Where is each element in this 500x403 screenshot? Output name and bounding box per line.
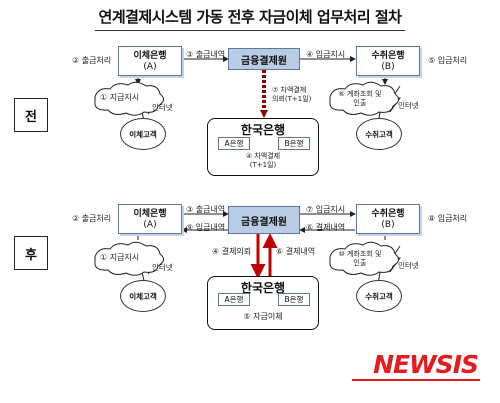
after-payee-bank: 수취은행 (B) [356,204,420,234]
before-payee-bank: 수취은행 (B) [356,46,420,76]
before-center: 금융결제원 [228,48,300,70]
after-step9: ⑨ 입금내역 [186,223,226,232]
after-bok-b: B은행 [278,293,310,306]
after-payer-customer: 이체고객 [120,280,166,312]
before-step4: ④ 입금지시 [306,50,346,59]
after-step6: ⑥ 결제내역 [276,247,316,256]
after-payee-bank-sub: (B) [381,220,395,230]
before-bok-note1: ④ 차액결제 [245,152,281,160]
after-bok-title: 한국은행 [240,281,286,295]
before-bok-note: ④ 차액결제 (T+1일) [207,152,319,170]
before-payee-bank-sub: (B) [381,62,395,72]
before-bok-b: B은행 [278,137,310,150]
before-payer-bank-name: 이체은행 [133,51,167,61]
before-bok-note2: (T+1일) [249,161,277,169]
after-bok-note: ⑤ 자금이체 [243,312,283,321]
before-payer-bank: 이체은행 (A) [118,46,182,76]
after-payee-customer: 수취고객 [356,280,402,312]
after-step6-out: ⑥ 결제내역 [306,223,346,232]
after-payee-bank-name: 수취은행 [371,209,405,219]
before-step2: ② 출금처리 [72,56,112,65]
before-internet-right: 인터넷 [398,101,419,110]
after-payer-bank: 이체은행 (A) [118,204,182,234]
after-payer-bank-name: 이체은행 [133,209,167,219]
after-bok-a: A은행 [218,293,250,306]
after-center: 금융결제원 [228,206,300,234]
before-payer-customer: 이체고객 [120,118,166,150]
after-step1: ① 지급지시 [100,253,140,262]
before-payer-bank-sub: (A) [143,62,157,72]
newsis-logo-underline [352,379,480,381]
before-bok-a: A은행 [218,137,250,150]
after-step7: ⑦ 입금지시 [306,205,346,214]
before-step3: ③ 출금내역 [186,50,226,59]
before-internet-left: 인터넷 [152,103,173,112]
diagram-title: 연계결제시스템 가동 전후 자금이체 업무처리 절차 [98,8,402,26]
before-step7-line2: 의뢰(T+1일) [272,95,312,103]
before-step1: ① 지급지시 [100,93,140,102]
before-tag: 전 [14,98,48,132]
before-step7: ⑦ 차액결제 의뢰(T+1일) [272,86,311,104]
after-internet-right: 인터넷 [398,261,419,270]
before-step5: ⑤ 입금처리 [428,56,468,65]
before-payee-bank-name: 수취은행 [371,51,405,61]
after-step3: ③ 출금내역 [186,205,226,214]
before-payee-customer: 수취고객 [356,118,402,150]
after-step2: ② 출금처리 [72,214,112,223]
before-step6: ⑥ 계좌조회 및 인출 [338,90,382,107]
newsis-logo: NEWSIS [373,350,479,379]
after-internet-left: 인터넷 [152,263,173,272]
before-step7-line1: ⑦ 차액결제 [272,86,307,94]
after-tag: 후 [14,236,48,270]
title-underline [95,30,405,31]
after-step8: ⑧ 입금처리 [428,214,468,223]
after-step4: ④ 결제의뢰 [212,247,252,256]
after-payer-bank-sub: (A) [143,220,157,230]
after-step10: ⑩ 계좌조회 및 인출 [338,250,382,267]
before-bok-title: 한국은행 [240,123,286,137]
